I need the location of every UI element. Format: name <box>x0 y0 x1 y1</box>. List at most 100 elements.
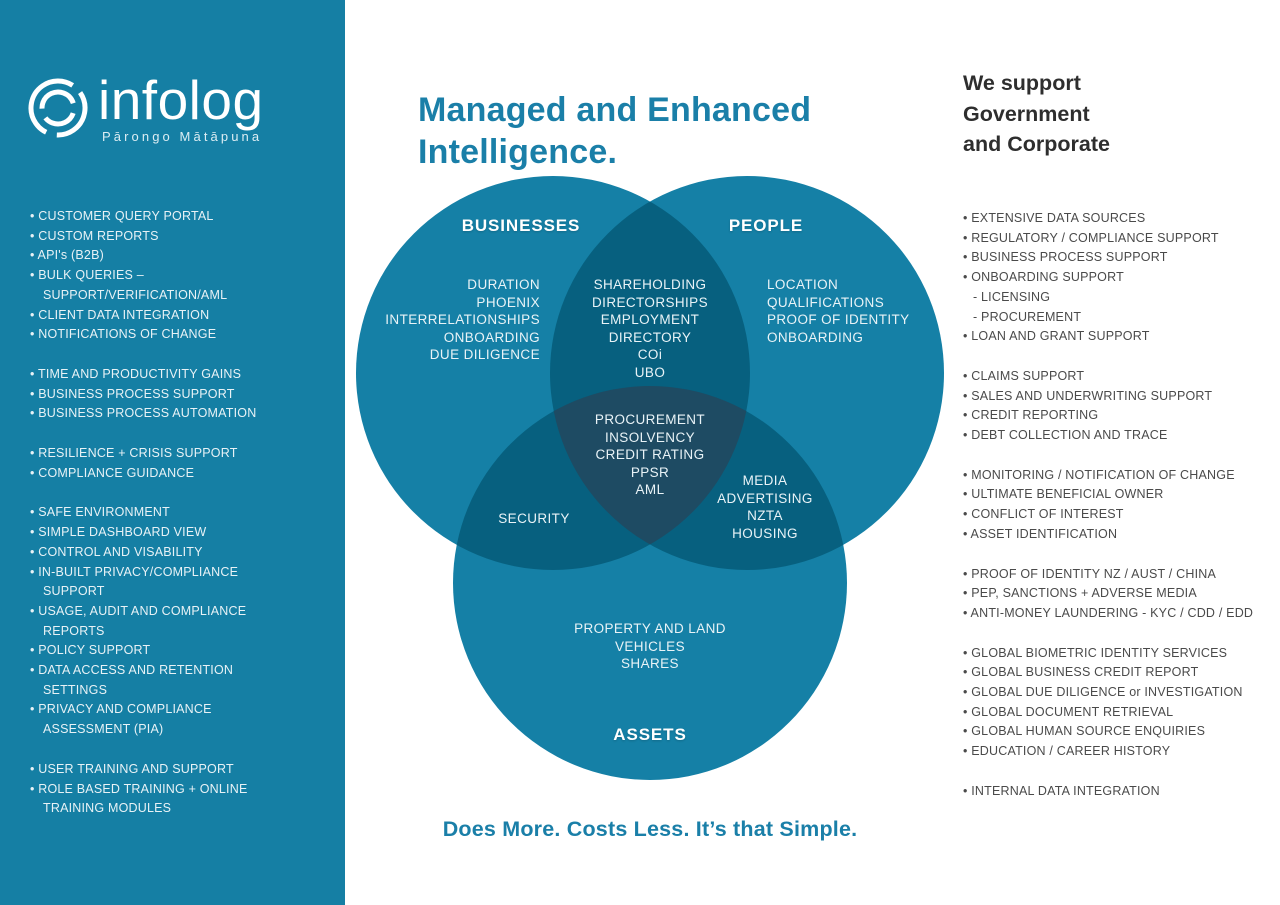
venn-item: NZTA <box>747 508 783 524</box>
venn-item: HOUSING <box>732 525 798 541</box>
infolog-logo: infolog Pārongo Mātāpuna <box>26 69 264 144</box>
venn-item: SHAREHOLDING <box>593 277 707 292</box>
list-item: • DEBT COLLECTION AND TRACE <box>963 428 1168 443</box>
sidebar-group-privacy: • SAFE ENVIRONMENT • SIMPLE DASHBOARD VIE… <box>30 503 298 739</box>
sidebar-group-productivity: • TIME AND PRODUCTIVITY GAINS • BUSINESS … <box>30 365 298 424</box>
list-item: - LICENSING <box>973 289 1051 304</box>
list-item: • NOTIFICATIONS OF CHANGE <box>30 327 217 342</box>
venn-item: UBO <box>634 364 666 380</box>
list-item: - PROCUREMENT <box>973 309 1082 324</box>
list-item: • POLICY SUPPORT <box>30 643 151 658</box>
sidebar-group-training: • USER TRAINING AND SUPPORT • ROLE BASED … <box>30 760 298 819</box>
page-title: Managed and Enhanced Intelligence. <box>418 90 812 171</box>
list-item: • GLOBAL BUSINESS CREDIT REPORT <box>963 665 1199 680</box>
right-group-data-onboarding: • EXTENSIVE DATA SOURCES • REGULATORY / C… <box>963 209 1275 347</box>
venn-item: MEDIA <box>742 473 788 488</box>
venn-label-businesses: BUSINESSES <box>461 216 581 235</box>
venn-item: INTERRELATIONSHIPS <box>385 312 540 328</box>
infolog-logo-icon <box>26 76 90 140</box>
venn-item: SECURITY <box>498 511 570 526</box>
venn-item: SHARES <box>621 656 679 672</box>
venn-label-people: PEOPLE <box>728 216 804 235</box>
list-item: • API's (B2B) <box>30 248 104 263</box>
brand-subtitle: Pārongo Mātāpuna <box>102 129 263 144</box>
list-item: • SIMPLE DASHBOARD VIEW <box>30 525 207 540</box>
venn-item: LOCATION <box>767 277 839 292</box>
list-item: • EDUCATION / CAREER HISTORY <box>963 744 1171 759</box>
venn-item: DIRECTORSHIPS <box>592 294 708 310</box>
list-item: • CLIENT DATA INTEGRATION <box>30 307 210 322</box>
list-item: • BUSINESS PROCESS SUPPORT <box>963 250 1168 265</box>
venn-item: DUE DILIGENCE <box>429 347 540 363</box>
venn-item: CREDIT RATING <box>595 447 705 463</box>
list-item: • GLOBAL DUE DILIGENCE or INVESTIGATION <box>963 685 1243 700</box>
list-item: • PEP, SANCTIONS + ADVERSE MEDIA <box>963 586 1197 601</box>
venn-item: INSOLVENCY <box>604 429 696 445</box>
list-item: • ROLE BASED TRAINING + ONLINE TRAINING … <box>30 781 248 816</box>
sidebar-feature-lists: • CUSTOMER QUERY PORTAL • CUSTOM REPORTS •… <box>30 207 298 839</box>
list-item: • GLOBAL DOCUMENT RETRIEVAL <box>963 704 1174 719</box>
right-support-lists: • EXTENSIVE DATA SOURCES • REGULATORY / C… <box>963 209 1275 822</box>
list-item: • BULK QUERIES – SUPPORT/VERIFICATION/AM… <box>30 268 228 302</box>
list-item: • EXTENSIVE DATA SOURCES <box>963 211 1146 225</box>
list-item: • LOAN AND GRANT SUPPORT <box>963 329 1150 344</box>
right-heading: We support Government and Corporate <box>963 68 1275 160</box>
list-item: • DATA ACCESS AND RETENTION SETTINGS <box>30 663 234 697</box>
venn-items-businesses-assets: SECURITY <box>458 510 610 528</box>
venn-item: PHOENIX <box>476 294 540 310</box>
venn-item: COi <box>637 347 663 363</box>
list-item: • SAFE ENVIRONMENT <box>30 505 170 520</box>
list-item: • TIME AND PRODUCTIVITY GAINS <box>30 366 242 381</box>
list-item: • REGULATORY / COMPLIANCE SUPPORT <box>963 230 1219 245</box>
list-item: • ULTIMATE BENEFICIAL OWNER <box>963 487 1164 502</box>
venn-item: EMPLOYMENT <box>600 312 700 328</box>
list-item: • CONTROL AND VISABILITY <box>30 544 203 559</box>
tagline: Does More. Costs Less. It’s that Simple. <box>442 817 858 841</box>
list-item: • CONFLICT OF INTEREST <box>963 507 1124 522</box>
venn-item: PROPERTY AND LAND <box>574 621 726 636</box>
venn-item: AML <box>635 482 665 498</box>
right-group-internal: • INTERNAL DATA INTEGRATION <box>963 782 1275 802</box>
right-group-identity-aml: • PROOF OF IDENTITY NZ / AUST / CHINA • P… <box>963 565 1275 624</box>
list-item: • USAGE, AUDIT AND COMPLIANCE REPORTS <box>30 603 247 638</box>
list-item: • CUSTOM REPORTS <box>30 228 159 243</box>
venn-item: ADVERTISING <box>717 490 813 506</box>
list-item: • CUSTOMER QUERY PORTAL <box>30 209 214 223</box>
right-group-monitoring: • MONITORING / NOTIFICATION OF CHANGE • U… <box>963 466 1275 545</box>
list-item: • CLAIMS SUPPORT <box>963 368 1085 383</box>
list-item: • GLOBAL HUMAN SOURCE ENQUIRIES <box>963 724 1206 739</box>
list-item: • USER TRAINING AND SUPPORT <box>30 761 234 776</box>
venn-item: QUALIFICATIONS <box>767 294 885 310</box>
venn-item: ONBOARDING <box>767 329 864 345</box>
venn-item: PROOF OF IDENTITY <box>767 312 910 328</box>
list-item: • RESILIENCE + CRISIS SUPPORT <box>30 446 238 461</box>
list-item: • IN-BUILT PRIVACY/COMPLIANCE SUPPORT <box>30 564 239 599</box>
right-group-claims-credit: • CLAIMS SUPPORT • SALES AND UNDERWRITING… <box>963 367 1275 446</box>
venn-item: PPSR <box>630 464 670 480</box>
list-item: • ANTI-MONEY LAUNDERING - KYC / CDD / ED… <box>963 605 1254 620</box>
right-heading-line: and Corporate <box>963 132 1110 156</box>
venn-item: PROCUREMENT <box>594 412 706 427</box>
right-heading-line: We support <box>963 71 1081 95</box>
venn-item: VEHICLES <box>615 638 685 654</box>
list-item: • BUSINESS PROCESS SUPPORT <box>30 386 235 401</box>
list-item: • SALES AND UNDERWRITING SUPPORT <box>963 388 1213 403</box>
venn-item: DURATION <box>467 277 540 292</box>
list-item: • ONBOARDING SUPPORT <box>963 270 1124 285</box>
venn-items-assets: PROPERTY AND LAND VEHICLES SHARES <box>558 620 742 673</box>
venn-item: DIRECTORY <box>608 329 692 345</box>
list-item: • PROOF OF IDENTITY NZ / AUST / CHINA <box>963 566 1217 581</box>
list-item: • MONITORING / NOTIFICATION OF CHANGE <box>963 467 1235 482</box>
venn-label-assets: ASSETS <box>613 725 687 744</box>
sidebar-group-access: • CUSTOMER QUERY PORTAL • CUSTOM REPORTS •… <box>30 207 298 345</box>
list-item: • COMPLIANCE GUIDANCE <box>30 465 195 480</box>
list-item: • PRIVACY AND COMPLIANCE ASSESSMENT (PIA… <box>30 702 212 737</box>
venn-item: ONBOARDING <box>443 329 540 345</box>
brand-name: infolog <box>98 69 264 131</box>
list-item: • CREDIT REPORTING <box>963 408 1099 423</box>
